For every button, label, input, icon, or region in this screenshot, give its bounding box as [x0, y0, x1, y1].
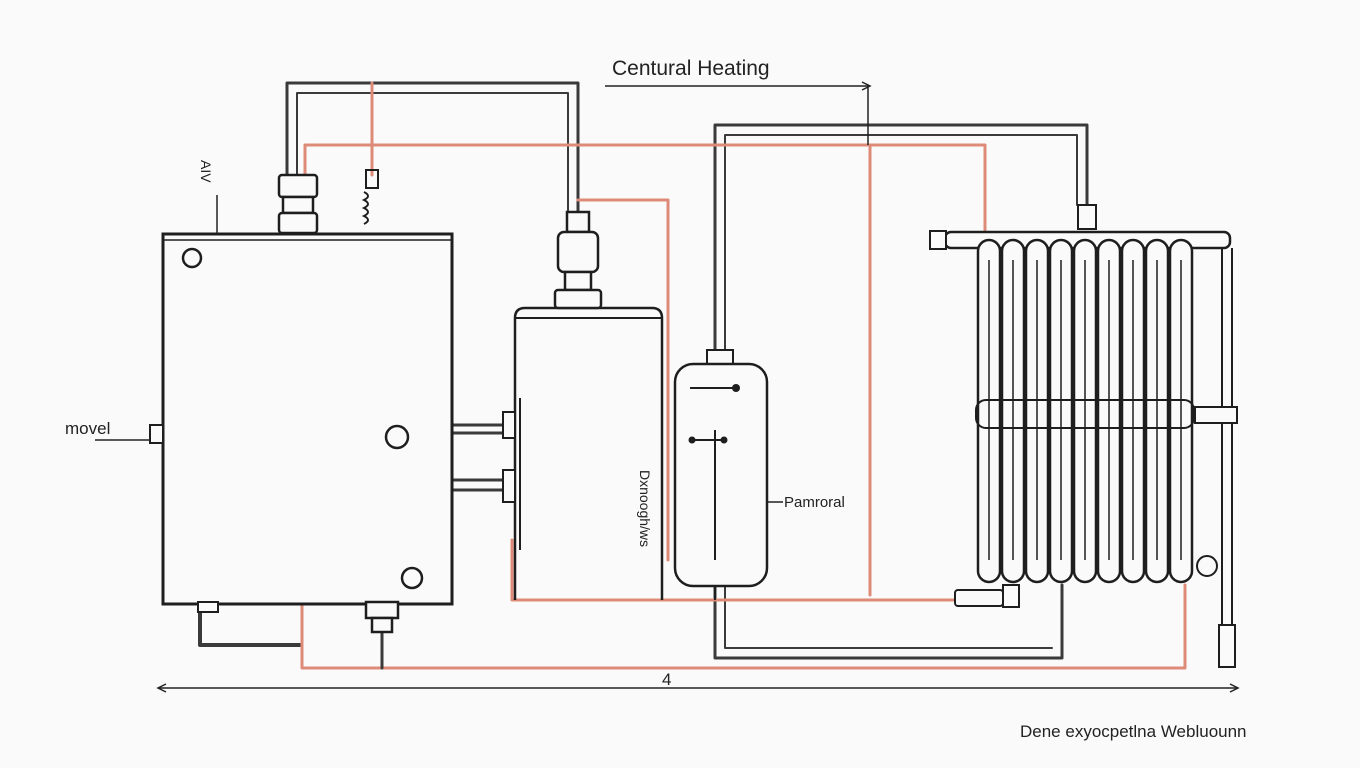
- radiator-icon: [929, 204, 1238, 668]
- dimension-arrow-right: [1229, 683, 1240, 693]
- title-group: Centural Heating: [605, 57, 872, 145]
- cold-pipes: [198, 81, 1089, 660]
- hot-pipe-bottom-main: [300, 583, 1187, 670]
- cylinder-flange-lower: [502, 469, 516, 503]
- boiler-screw-mid: [384, 424, 410, 450]
- boiler-side-port: [149, 424, 164, 444]
- cold-pipe-connector-lower: [450, 478, 507, 492]
- cylinder-icon: Dxnoogh/ws: [502, 210, 664, 600]
- cylinder-flange-upper: [502, 411, 516, 439]
- radiator-bottom-cap: [1002, 584, 1020, 608]
- cold-pipe-bottom-return: [713, 583, 1064, 660]
- boiler-icon: [95, 169, 454, 634]
- diagram-title: Centural Heating: [612, 57, 770, 80]
- cold-pipe-top-loop: [285, 81, 580, 214]
- valve-tag-label: AIV: [198, 160, 214, 183]
- vessel-neck: [706, 349, 734, 365]
- radiator-top-valve: [1077, 204, 1097, 230]
- vessel-gauge-dot-3: [720, 436, 728, 444]
- expansion-tank-label: Pamroral: [784, 494, 845, 511]
- radiator-right-valve: [1194, 406, 1238, 424]
- title-leader-line: [605, 85, 869, 145]
- radiator-right-cap: [1218, 624, 1236, 668]
- boiler-bottom-fitting: [364, 600, 400, 634]
- hot-pipe-top-main: [303, 143, 987, 232]
- caption-label: Dene exyocpetlna Webluounn: [1020, 722, 1247, 741]
- boiler-screw-tl: [181, 247, 203, 269]
- boiler-body: [161, 232, 454, 606]
- radiator-right-riser: [1221, 248, 1233, 628]
- radiator-column-details: [988, 260, 1182, 560]
- radiator-bottom-inlet: [954, 589, 1004, 607]
- cold-pipe-radiator-feed: [713, 123, 1089, 352]
- vessel-gauge-dot-2: [688, 436, 696, 444]
- cylinder-body: [513, 306, 664, 600]
- left-unit-label: movel: [65, 419, 110, 438]
- vessel-body: [673, 362, 769, 588]
- title-arrowhead: [861, 81, 872, 91]
- dimension-line: [156, 683, 1240, 693]
- vessel-icon: Pamroral: [673, 349, 845, 600]
- boiler-top-fitting: [277, 173, 319, 235]
- cold-pipe-boiler-drain: [198, 603, 302, 647]
- hot-pipe-mid-return: [510, 538, 962, 602]
- hot-pipe-tank-loop: [576, 198, 670, 562]
- radiator-mid-band: [975, 399, 1195, 429]
- radiator-bleed-valve: [1196, 555, 1218, 577]
- vessel-gauge-dot-1: [732, 384, 740, 392]
- pipe-network: [198, 81, 1187, 670]
- hot-pipes: [300, 81, 1187, 670]
- spring-valve-icon: [361, 169, 379, 225]
- cold-pipe-top-loop-inner: [296, 92, 569, 213]
- cold-pipe-bottom-return-inner: [724, 584, 1053, 649]
- dimension-label: 4: [662, 670, 671, 689]
- dimension-arrow-left: [156, 683, 167, 693]
- cylinder-top-valve: [553, 210, 603, 310]
- boiler-bottom-port-left: [197, 601, 219, 613]
- cold-pipe-connector-upper: [450, 423, 507, 435]
- radiator-top-inlet: [929, 230, 947, 250]
- tank-side-label: Dxnoogh/ws: [637, 470, 653, 547]
- cold-pipe-radiator-feed-inner: [724, 134, 1078, 351]
- boiler-screw-br: [400, 566, 424, 590]
